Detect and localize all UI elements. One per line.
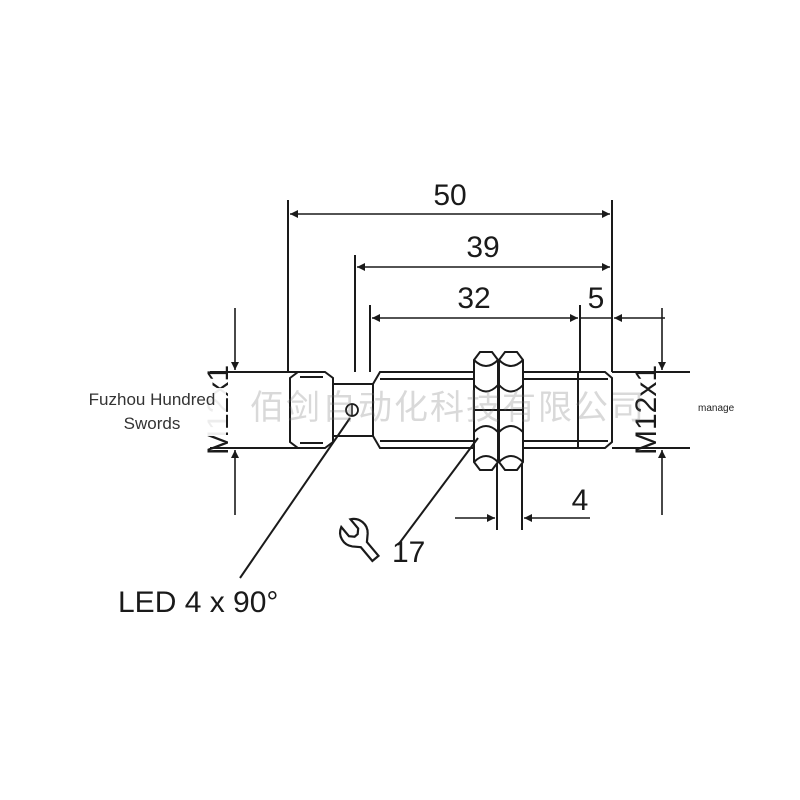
leader-led [239,417,351,579]
hex-nut-right [498,351,524,471]
thread-spec-right: M12x1 [630,365,663,455]
watermark-company-line2: Swords [123,414,181,433]
dim-text-39: 39 [466,231,499,264]
watermark-company-line1: Fuzhou Hundred [88,390,216,409]
dim-text-4: 4 [572,484,589,517]
hex-nut-left [473,351,499,471]
leader-wrench [397,437,479,546]
dim-text-50: 50 [433,179,466,212]
watermark-chinese: 佰剑自动化科技有限公司 [250,388,646,428]
dim-text-5: 5 [588,282,605,315]
dim-text-17: 17 [392,536,425,569]
led-label: LED 4 x 90° [118,586,278,619]
wrench-icon [339,517,381,563]
watermark-company: Fuzhou Hundred Swords [78,388,226,436]
watermark-right: manage [698,403,735,414]
dim-text-32: 32 [457,282,490,315]
